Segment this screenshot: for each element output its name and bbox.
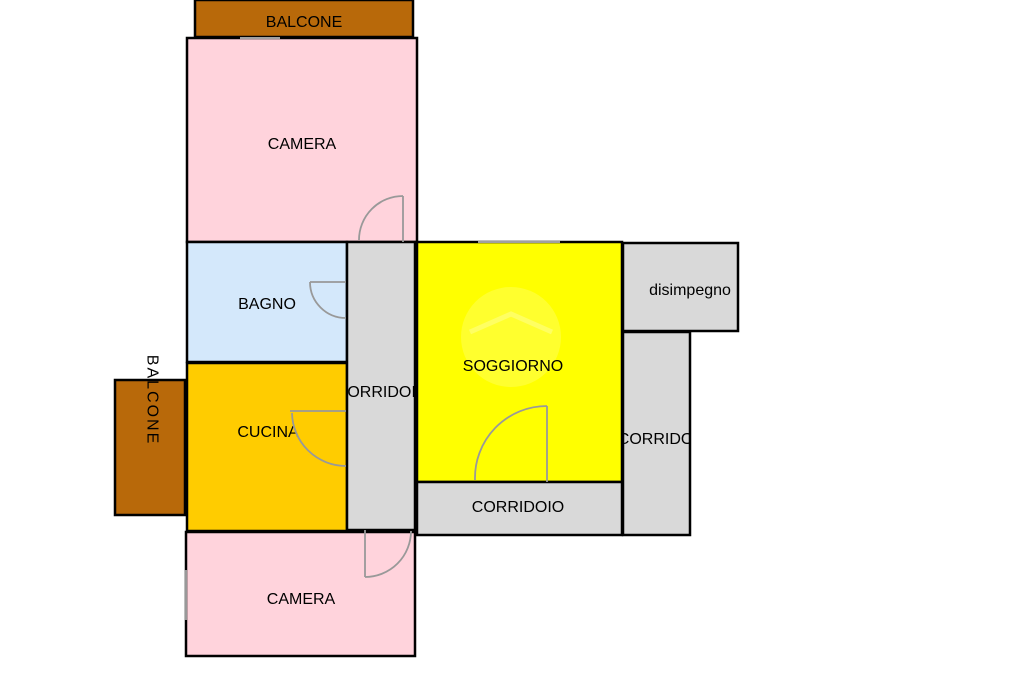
camera-top-label: CAMERA xyxy=(268,136,337,153)
corridoio-right-label: CORRIDOIO xyxy=(618,431,710,448)
corridoio-bottom-room xyxy=(415,480,624,537)
corridoio-bottom-label: CORRIDOIO xyxy=(472,499,564,516)
door-bagno-arc xyxy=(309,281,347,319)
soggiorno-label: SOGGIORNO xyxy=(463,358,563,375)
balcone-top-label: BALCONE xyxy=(266,14,342,31)
disimpegno-room xyxy=(621,241,740,333)
watermark-roof xyxy=(468,311,554,335)
disimpegno-label: disimpegno xyxy=(649,282,731,299)
corridoio-vertical-label: CORRIDOIO xyxy=(336,384,428,401)
camera-top-room xyxy=(185,36,419,244)
door-cucina-arc xyxy=(291,412,347,467)
cucina-room xyxy=(185,361,349,533)
bagno-label: BAGNO xyxy=(238,296,296,313)
door-camera-top-arc xyxy=(358,195,404,241)
corridoio-right-room xyxy=(621,330,692,537)
balcone-top-room xyxy=(193,0,415,39)
door-camera-bottom-arc xyxy=(364,530,412,578)
door-soggiorno-arc xyxy=(474,405,548,481)
balcone-left-label: BALCONE xyxy=(144,355,161,445)
camera-bottom-label: CAMERA xyxy=(267,591,336,608)
watermark-logo xyxy=(461,287,561,387)
soggiorno-room xyxy=(415,240,624,484)
cucina-label: CUCINA xyxy=(237,424,299,441)
balcone-left-room xyxy=(113,378,187,517)
corridoio-vertical-room xyxy=(345,240,417,532)
